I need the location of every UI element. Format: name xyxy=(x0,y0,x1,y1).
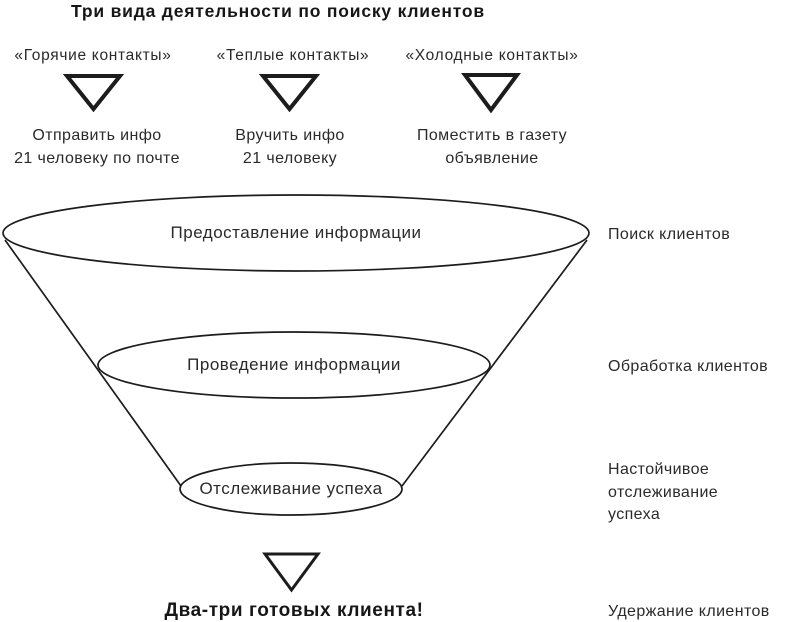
hot-contacts-arrow-icon xyxy=(62,74,125,113)
funnel-stage-2-label: Проведение информации xyxy=(187,355,401,374)
hot-contacts-header: «Горячие контакты» xyxy=(14,47,172,64)
warm-contacts-header: «Теплые контакты» xyxy=(216,47,370,64)
cold-contacts-action: Поместить в газету объявление xyxy=(416,127,568,167)
funnel-left-side-line xyxy=(4,239,182,487)
funnel-stage-3-label: Отслеживание успеха xyxy=(199,479,383,498)
side-label-followup: Настойчивое отслеживание успеха xyxy=(608,461,719,523)
result-label: Два-три готовых клиента! xyxy=(164,600,424,621)
side-label-retention: Удержание клиентов xyxy=(608,603,770,620)
funnel-stage-1-label: Предоставление информации xyxy=(170,223,422,242)
warm-contacts-action: Вручить инфо 21 человеку xyxy=(235,127,345,167)
funnel-bottom-ellipse xyxy=(179,462,403,516)
hot-contacts-action: Отправить инфо 21 человеку по почте xyxy=(14,127,180,167)
funnel-middle-ellipse xyxy=(97,331,491,399)
cold-contacts-header: «Холодные контакты» xyxy=(405,47,579,64)
diagram-title: Три вида деятельности по поиску клиентов xyxy=(71,1,485,21)
side-label-search: Поиск клиентов xyxy=(608,226,731,243)
warm-contacts-arrow-icon xyxy=(258,74,321,113)
result-arrow-icon xyxy=(262,552,321,593)
cold-contacts-arrow-icon xyxy=(461,73,521,114)
funnel-top-ellipse xyxy=(2,194,590,272)
funnel-right-side-line xyxy=(401,239,588,487)
side-label-processing: Обработка клиентов xyxy=(608,358,769,375)
